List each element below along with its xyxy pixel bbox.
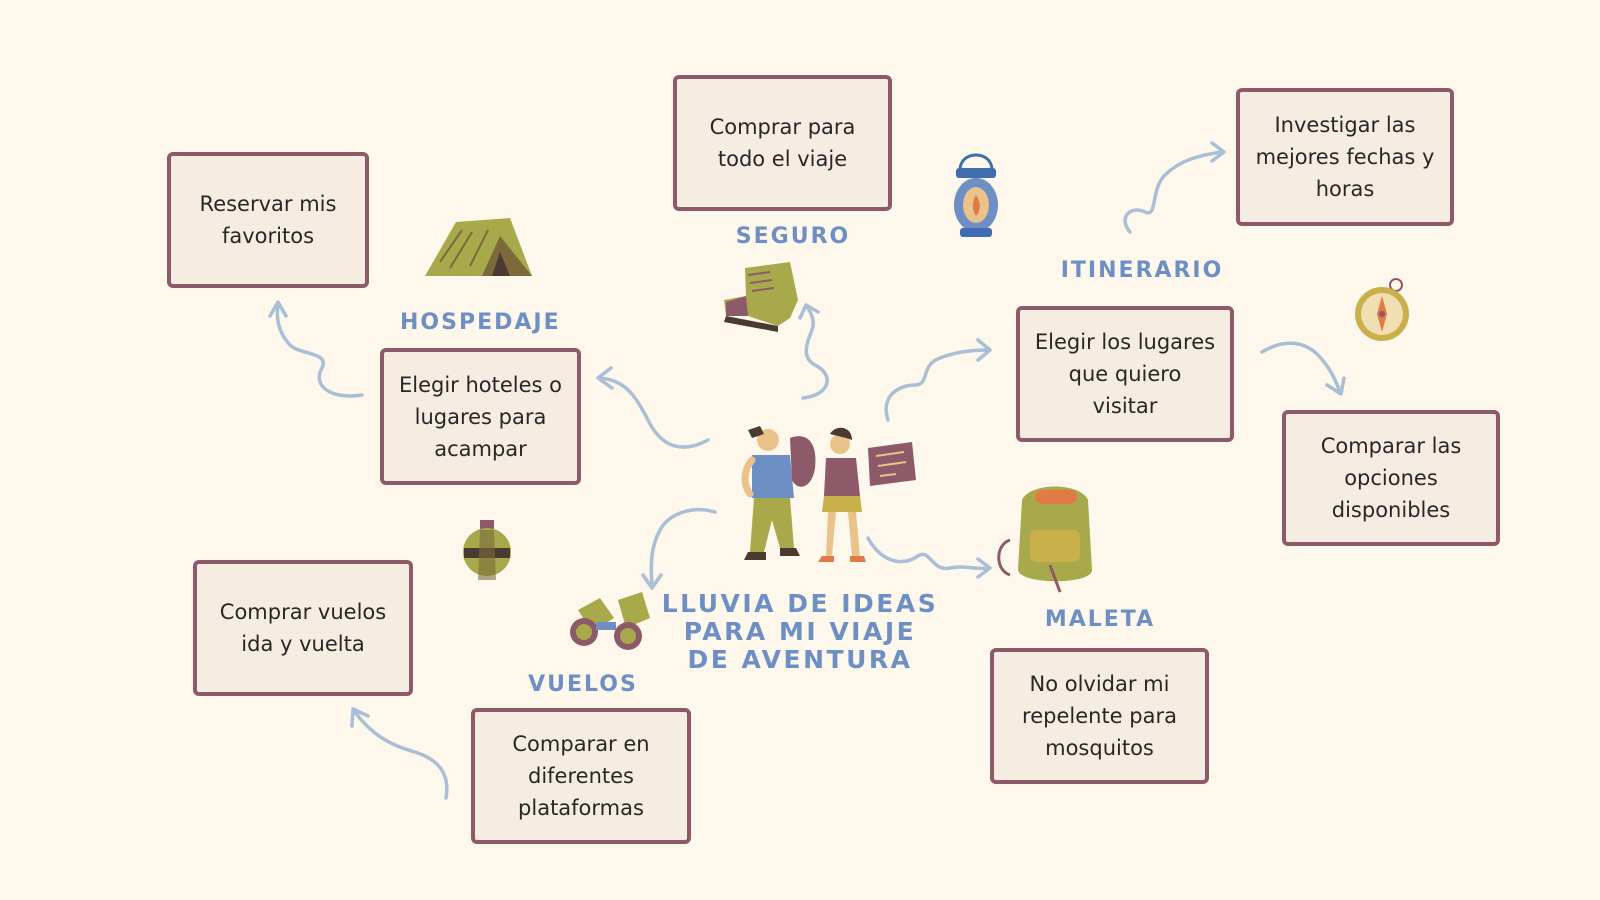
heading-maleta: MALETA xyxy=(1044,607,1156,632)
box-seguro-comprar: Comprar para todo el viaje xyxy=(673,75,892,211)
arrow-to-hospedaje xyxy=(598,376,710,449)
map-title: LLUVIA DE IDEAS PARA MI VIAJE DE AVENTUR… xyxy=(650,590,950,674)
box-text: Investigar las mejores fechas y horas xyxy=(1255,113,1435,201)
tent-icon xyxy=(425,218,532,276)
heading-seguro: SEGURO xyxy=(735,224,851,249)
box-hospedaje-reservar: Reservar mis favoritos xyxy=(167,152,369,288)
box-itinerario-comparar: Comparar las opciones disponibles xyxy=(1282,410,1500,546)
box-text: Elegir los lugares que quiero visitar xyxy=(1034,330,1216,418)
arrow-to-comparar-opciones xyxy=(1260,341,1342,394)
heading-vuelos: VUELOS xyxy=(528,672,638,697)
box-vuelos-comparar: Comparar en diferentes plataformas xyxy=(471,708,691,844)
box-text: No olvidar mi repelente para mosquitos xyxy=(1022,672,1177,760)
box-itinerario-elegir: Elegir los lugares que quiero visitar xyxy=(1016,306,1234,442)
box-text: Reservar mis favoritos xyxy=(199,192,337,248)
box-text: Comprar vuelos ida y vuelta xyxy=(219,600,387,656)
arrow-to-investigar xyxy=(1123,150,1224,234)
heading-itinerario: ITINERARIO xyxy=(1060,258,1224,283)
box-vuelos-comprar: Comprar vuelos ida y vuelta xyxy=(193,560,413,696)
canteen-icon xyxy=(463,520,511,580)
backpack-icon xyxy=(997,486,1092,593)
arrow-to-vuelos xyxy=(649,507,717,587)
compass-icon xyxy=(1355,278,1409,341)
arrow-to-comprar-vuelos xyxy=(353,710,449,800)
lantern-icon xyxy=(954,153,998,237)
title-line-1: LLUVIA DE IDEAS xyxy=(661,589,939,618)
boot-icon xyxy=(724,262,798,332)
travelers-illustration xyxy=(741,426,916,562)
box-itinerario-investigar: Investigar las mejores fechas y horas xyxy=(1236,88,1454,226)
box-text: Comparar en diferentes plataformas xyxy=(512,732,650,820)
arrow-to-maleta xyxy=(866,536,990,571)
title-line-2: PARA MI VIAJE xyxy=(683,617,917,646)
box-hospedaje-elegir: Elegir hoteles o lugares para acampar xyxy=(380,348,581,485)
arrow-to-seguro xyxy=(801,306,829,400)
box-text: Comparar las opciones disponibles xyxy=(1320,434,1462,522)
box-maleta-repelente: No olvidar mi repelente para mosquitos xyxy=(990,648,1209,784)
arrow-to-itinerario xyxy=(884,348,990,422)
binoculars-icon xyxy=(570,592,650,650)
arrow-to-reservar xyxy=(275,303,364,398)
heading-hospedaje: HOSPEDAJE xyxy=(400,310,561,335)
box-text: Comprar para todo el viaje xyxy=(709,115,856,171)
title-line-3: DE AVENTURA xyxy=(687,645,913,674)
box-text: Elegir hoteles o lugares para acampar xyxy=(398,372,563,461)
